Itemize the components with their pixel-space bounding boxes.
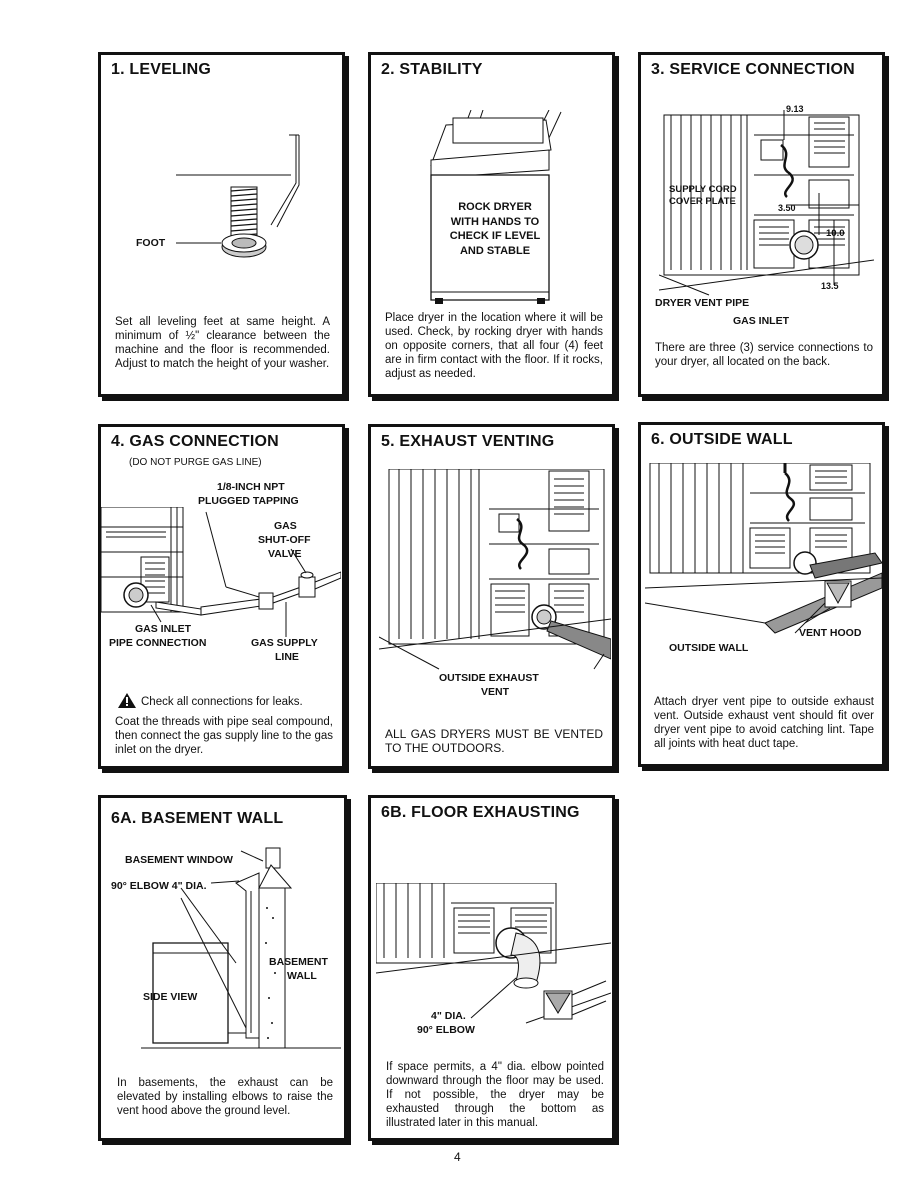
dia-label: 4" DIA. — [431, 1010, 466, 1022]
panel-stability: 2. STABILITY ROCK DRYER WITH HANDS TO CH… — [368, 52, 615, 397]
leveling-foot-illustration — [121, 125, 331, 275]
warning-text: Check all connections for leaks. — [141, 696, 303, 708]
outside-wall-text: Attach dryer vent pipe to outside exhaus… — [654, 696, 874, 750]
valve-label-line2: SHUT-OFF — [258, 534, 311, 546]
dim-9-13: 9.13 — [786, 104, 804, 114]
warning-icon — [118, 693, 136, 708]
gas-inlet-label: GAS INLET — [733, 315, 790, 327]
supply-cord-label: SUPPLY CORD — [669, 184, 737, 195]
panel-title: 6A. BASEMENT WALL — [111, 810, 284, 827]
valve-label-line1: GAS — [274, 520, 297, 532]
panel-service-connection: 3. SERVICE CONNECTION — [638, 52, 885, 397]
elbow-label: 90° ELBOW — [417, 1024, 475, 1036]
panel-exhaust-venting: 5. EXHAUST VENTING — [368, 424, 615, 769]
gas-supply-label-line2: LINE — [275, 651, 299, 663]
page-number: 4 — [454, 1150, 461, 1164]
exhaust-label-line1: OUTSIDE EXHAUST — [439, 672, 539, 684]
elbow-label: 90° ELBOW 4" DIA. — [111, 880, 207, 892]
panel-outside-wall: 6. OUTSIDE WALL — [638, 422, 885, 767]
basement-wall-label-line2: WALL — [287, 970, 317, 982]
panel-title: 6B. FLOOR EXHAUSTING — [381, 804, 580, 821]
npt-label-line2: PLUGGED TAPPING — [198, 495, 299, 507]
basement-wall-illustration — [141, 843, 341, 1053]
rock-dryer-callout: ROCK DRYER WITH HANDS TO CHECK IF LEVEL … — [449, 201, 541, 257]
dryer-rocking-illustration — [421, 110, 566, 304]
panel-basement-wall: 6A. BASEMENT WALL BASEMENT WINDOW 90° EL… — [98, 795, 347, 1141]
panel-subtitle: (DO NOT PURGE GAS LINE) — [129, 457, 262, 468]
dim-3-50: 3.50 — [778, 203, 796, 213]
exhaust-venting-illustration — [379, 469, 611, 679]
basement-window-label: BASEMENT WINDOW — [125, 854, 233, 866]
panel-title: 1. LEVELING — [111, 61, 211, 78]
panel-title: 3. SERVICE CONNECTION — [651, 61, 855, 78]
service-connection-text: There are three (3) service connections … — [655, 342, 873, 368]
panel-title: 4. GAS CONNECTION — [111, 433, 279, 450]
foot-label: FOOT — [136, 237, 166, 249]
outside-wall-label: OUTSIDE WALL — [669, 642, 749, 654]
panel-floor-exhausting: 6B. FLOOR EXHAUSTING 4" D — [368, 795, 615, 1141]
npt-label-line1: 1/8-INCH NPT — [217, 481, 285, 493]
side-view-label: SIDE VIEW — [143, 991, 198, 1003]
gas-supply-label-line1: GAS SUPPLY — [251, 637, 318, 649]
panel-gas-connection: 4. GAS CONNECTION (DO NOT PURGE GAS LINE… — [98, 424, 345, 769]
panel-title: 2. STABILITY — [381, 61, 483, 78]
gas-inlet-label-line2: PIPE CONNECTION — [109, 637, 207, 649]
dryer-vent-pipe-label: DRYER VENT PIPE — [655, 297, 750, 309]
panel-title: 5. EXHAUST VENTING — [381, 433, 555, 450]
gas-connection-illustration — [101, 507, 341, 637]
exhaust-venting-text: ALL GAS DRYERS MUST BE VENTED TO THE OUT… — [385, 727, 603, 755]
gas-inlet-label-line1: GAS INLET — [135, 623, 192, 635]
floor-exhausting-text: If space permits, a 4" dia. elbow pointe… — [386, 1061, 604, 1129]
floor-exhausting-illustration — [376, 883, 611, 1048]
vent-hood-label: VENT HOOD — [799, 627, 862, 639]
leveling-text: Set all leveling feet at same height. A … — [115, 316, 330, 370]
basement-wall-label-line1: BASEMENT — [269, 956, 328, 968]
outside-wall-illustration — [645, 463, 882, 643]
dim-10-0: 10.0 — [826, 228, 845, 239]
cover-plate-label: COVER PLATE — [669, 196, 736, 207]
valve-label-line3: VALVE — [268, 548, 302, 560]
dryer-back-illustration — [659, 95, 874, 310]
stability-text: Place dryer in the location where it wil… — [385, 312, 603, 380]
panel-title: 6. OUTSIDE WALL — [651, 431, 793, 448]
dim-13-5: 13.5 — [821, 281, 839, 291]
basement-wall-text: In basements, the exhaust can be elevate… — [117, 1077, 333, 1117]
exhaust-label-line2: VENT — [481, 686, 510, 698]
gas-connection-text: Coat the threads with pipe seal compound… — [115, 716, 334, 756]
panel-leveling: 1. LEVELING FOOT Set all leveling feet a… — [98, 52, 345, 397]
